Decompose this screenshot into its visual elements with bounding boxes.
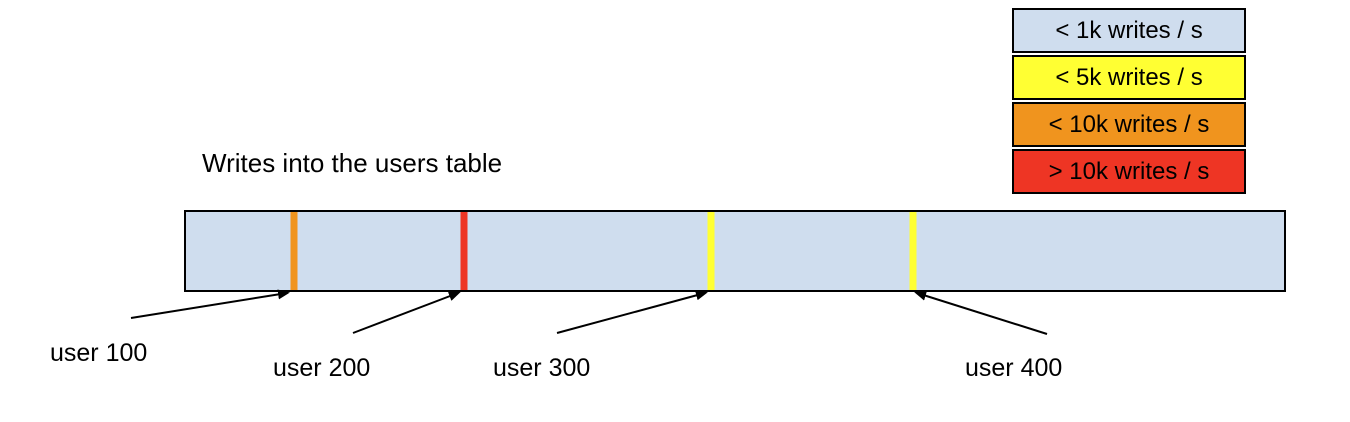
callout-label-user-400: user 400 [965,354,1063,382]
arrow-user-100 [130,289,290,319]
arrow-user-200 [352,291,461,334]
callout-label-user-100: user 100 [50,339,148,367]
write-rate-marker [707,212,715,290]
legend: < 1k writes / s < 5k writes / s < 10k wr… [1012,8,1246,196]
callout-label-user-300: user 300 [493,354,591,382]
legend-item: < 1k writes / s [1012,8,1246,53]
users-table-bar [184,210,1286,292]
arrow-user-300 [556,290,708,334]
legend-item: < 5k writes / s [1012,55,1246,100]
write-rate-marker [460,212,468,290]
arrow-user-400 [914,290,1048,335]
diagram-title: Writes into the users table [202,148,503,178]
legend-item: < 10k writes / s [1012,102,1246,147]
legend-item: > 10k writes / s [1012,149,1246,194]
write-rate-marker [909,212,917,290]
write-rate-marker [290,212,298,290]
callout-label-user-200: user 200 [273,354,371,382]
